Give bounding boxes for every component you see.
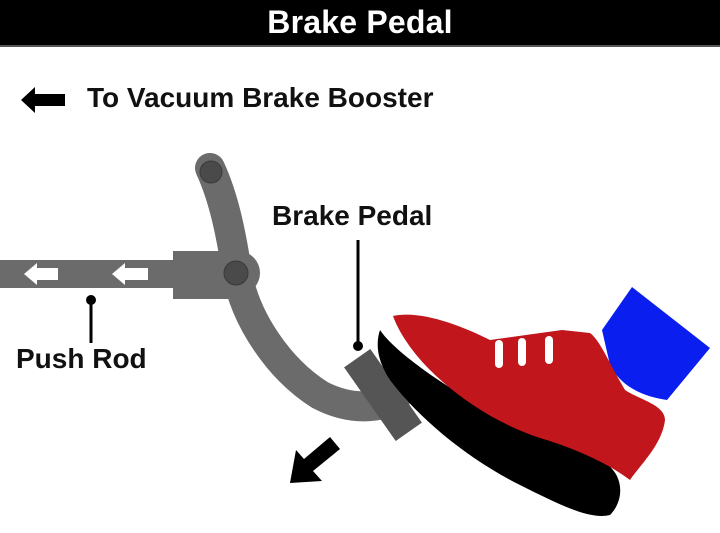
shoe-lace-slit [495, 340, 503, 368]
pedal-lever-arm [195, 153, 410, 422]
title-bar: Brake Pedal [0, 0, 720, 47]
push-rod-leader-dot [86, 295, 96, 305]
booster-label: To Vacuum Brake Booster [87, 82, 434, 113]
shoe-lace-slit [518, 338, 526, 366]
push-rod-arrow-icon [112, 263, 148, 285]
booster-direction-arrow-icon [21, 87, 65, 113]
push-rod-arrow-icon [24, 263, 58, 285]
sock [602, 287, 710, 400]
push-rod-label: Push Rod [16, 343, 147, 374]
pedal-motion-arrow-icon [290, 437, 340, 483]
upper-pivot [199, 160, 223, 184]
pedal-pad [344, 348, 422, 442]
shoe-sole [377, 330, 621, 516]
diagram-title: Brake Pedal [267, 4, 453, 40]
shoe-upper [393, 314, 665, 480]
clevis-pivot [223, 260, 249, 286]
brake-pedal-label: Brake Pedal [272, 200, 433, 231]
brake-pedal-leader-dot [353, 341, 363, 351]
shoe-lace-slit [545, 336, 553, 364]
